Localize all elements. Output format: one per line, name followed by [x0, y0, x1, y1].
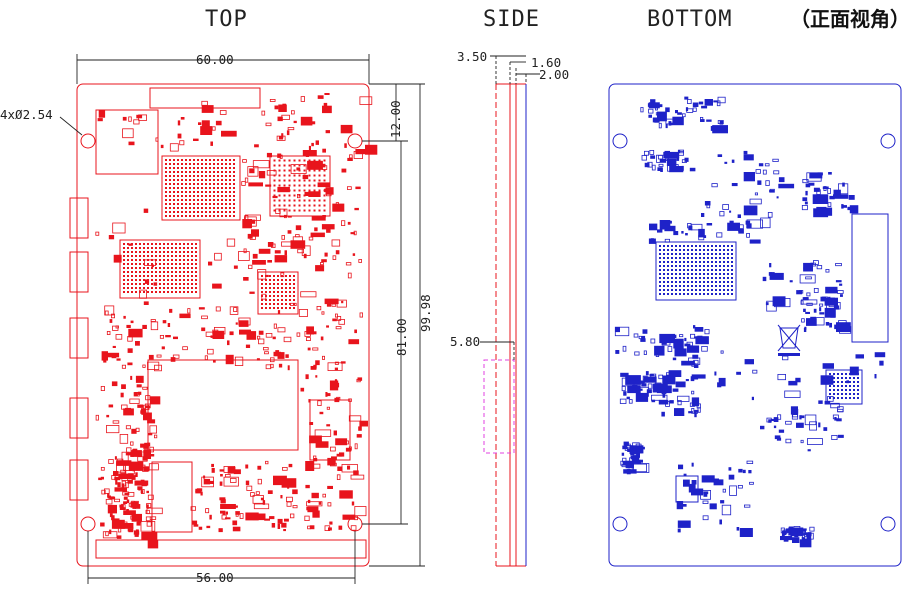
dim-thickness-pcb: 1.60	[531, 55, 561, 70]
top-view	[69, 83, 378, 567]
top-bottom-connector	[95, 539, 367, 559]
bottom-hole-tl	[612, 133, 628, 149]
dim-height-holes: 81.00	[394, 318, 409, 356]
top-hole-bl	[80, 516, 96, 532]
dim-connector-height: 5.80	[450, 334, 480, 349]
top-edge-connectors	[69, 197, 89, 501]
bottom-view-note: （正面视角）	[790, 7, 910, 31]
top-hole-tl	[80, 133, 96, 149]
bottom-board-outline	[608, 83, 902, 567]
bottom-qfn-chip	[825, 369, 863, 405]
side-view-title: SIDE	[483, 7, 540, 32]
dim-thickness-b: 2.00	[539, 67, 569, 82]
side-connector-outline	[483, 359, 515, 454]
bottom-mounting-holes	[612, 133, 896, 532]
bottom-view	[608, 83, 902, 567]
top-hole-tr	[347, 133, 363, 149]
top-ic-bottom	[151, 461, 193, 533]
bottom-components	[614, 96, 886, 548]
top-components	[95, 93, 378, 549]
bottom-emmc-footprint	[655, 241, 737, 301]
bottom-view-title: BOTTOM	[647, 7, 732, 32]
dim-width-holes: 56.00	[196, 570, 234, 585]
top-emmc-footprint	[119, 239, 201, 299]
top-qfn-chip	[95, 109, 159, 175]
side-view: 3.50 1.60 2.00 5.80	[450, 49, 569, 567]
bottom-hole-bl	[612, 516, 628, 532]
top-pad-array	[147, 359, 299, 451]
top-dimensions: 60.00 56.00 99.98 81.00 12.00 4xØ2.54	[0, 52, 433, 585]
bottom-hole-tr	[880, 133, 896, 149]
bottom-long-connector	[851, 213, 889, 343]
dim-height-outer: 99.98	[418, 294, 433, 332]
dim-thickness-total: 3.50	[457, 49, 487, 64]
top-view-title: TOP	[205, 7, 248, 32]
crossed-out-bin-icon	[777, 324, 801, 356]
dim-hole-offset: 12.00	[388, 100, 403, 138]
dim-hole-diameter: 4xØ2.54	[0, 107, 53, 122]
dim-width-outer: 60.00	[196, 52, 234, 67]
bottom-hole-br	[880, 516, 896, 532]
top-board-outline	[76, 83, 370, 567]
top-bga-main	[161, 155, 241, 221]
